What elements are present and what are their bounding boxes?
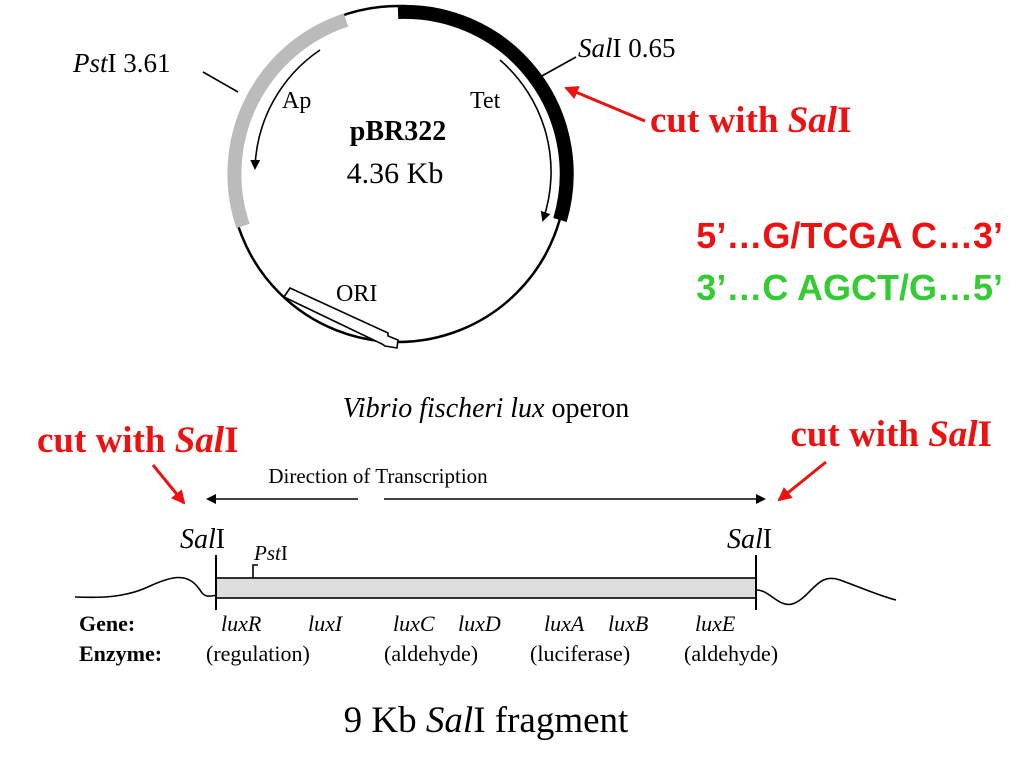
gene-luxD: luxD — [458, 611, 501, 636]
tet-gene-arc — [397, 4, 574, 222]
left-sali-site-label: SalI — [180, 524, 225, 555]
operon-map: Vibrio fischeri lux operon cut with SalI… — [37, 393, 992, 741]
sali-fragment-bar — [215, 577, 757, 599]
gene-header: Gene: — [79, 611, 135, 636]
operon-right-cut-label: cut with SalI — [791, 414, 993, 455]
internal-psti-tick — [252, 564, 258, 578]
operon-title: Vibrio fischeri lux operon — [343, 393, 629, 424]
recognition-bottom-strand: 3’…C AGCT/G…5’ — [696, 267, 1003, 308]
psti-leader-line — [202, 71, 239, 93]
plasmid-cut-annotation: cut with SalI — [564, 86, 852, 141]
sali-leader-line — [539, 56, 577, 78]
enzyme-aldehyde-1: (aldehyde) — [384, 641, 478, 666]
enzyme-aldehyde-2: (aldehyde) — [684, 641, 778, 666]
gene-luxA: luxA — [544, 611, 585, 636]
plasmid-cut-arrow — [564, 86, 646, 123]
ori-arrow — [282, 286, 399, 349]
enzyme-regulation: (regulation) — [206, 641, 310, 666]
fragment-caption: 9 Kb SalI fragment — [344, 700, 629, 741]
plasmid-map: PstI 3.61 SalI 0.65 Ap Tet pBR322 4.36 K… — [72, 4, 676, 349]
right-sali-site-label: SalI — [727, 524, 772, 555]
ap-gene-label: Ap — [282, 88, 311, 114]
gene-luxC: luxC — [393, 611, 435, 636]
ori-label: ORI — [336, 281, 377, 307]
right-flanking-dna — [756, 577, 897, 606]
psti-site-label: PstI 3.61 — [72, 48, 171, 78]
enzyme-luciferase: (luciferase) — [530, 641, 630, 666]
enzyme-header: Enzyme: — [79, 641, 162, 666]
ap-direction-arrow — [250, 49, 321, 170]
tet-gene-label: Tet — [470, 88, 501, 114]
operon-left-cut-arrow — [151, 464, 186, 505]
plasmid-cut-label: cut with SalI — [650, 100, 852, 141]
ap-gene-arc — [227, 13, 349, 229]
left-flanking-dna — [74, 576, 218, 599]
transcription-direction-label: Direction of Transcription — [268, 464, 488, 488]
sali-site-label: SalI 0.65 — [578, 33, 676, 63]
operon-left-cut-label: cut with SalI — [37, 420, 239, 461]
plasmid-name: pBR322 — [350, 116, 446, 147]
gene-luxR: luxR — [221, 611, 262, 636]
plasmid-size: 4.36 Kb — [347, 157, 444, 190]
gene-luxE: luxE — [695, 611, 736, 636]
tet-direction-arrow — [499, 59, 552, 222]
operon-right-cut-arrow — [777, 460, 827, 502]
gene-luxI: luxI — [308, 611, 344, 636]
recognition-top-strand: 5’…G/TCGA C…3’ — [696, 215, 1003, 256]
gene-luxB: luxB — [608, 611, 648, 636]
recognition-sequence: 5’…G/TCGA C…3’ 3’…C AGCT/G…5’ — [696, 215, 1003, 308]
internal-psti-site-label: PstI — [253, 541, 288, 565]
